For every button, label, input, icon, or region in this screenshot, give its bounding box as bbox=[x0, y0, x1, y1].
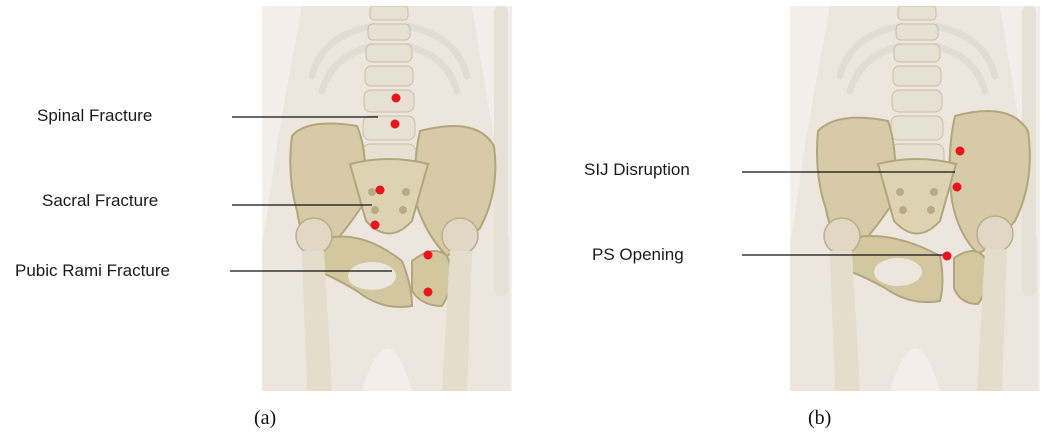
marker-sij-upper bbox=[956, 147, 965, 156]
marker-sacrum-upper bbox=[376, 186, 385, 195]
marker-pubic-lower bbox=[424, 288, 433, 297]
label-ps-opening: PS Opening bbox=[592, 245, 684, 265]
marker-sacrum-lower bbox=[371, 221, 380, 230]
label-sacral-fracture: Sacral Fracture bbox=[42, 191, 158, 211]
marker-pubic-upper bbox=[424, 251, 433, 260]
annotation-layer-b bbox=[530, 0, 1059, 441]
label-sij-disruption: SIJ Disruption bbox=[584, 160, 690, 180]
marker-spine-upper bbox=[392, 94, 401, 103]
caption-a: (a) bbox=[254, 407, 276, 430]
annotation-layer-a bbox=[0, 0, 530, 441]
label-spinal-fracture: Spinal Fracture bbox=[37, 106, 152, 126]
panel-b: SIJ Disruption PS Opening (b) bbox=[530, 0, 1059, 441]
marker-spine-lower bbox=[391, 120, 400, 129]
panel-a: Spinal Fracture Sacral Fracture Pubic Ra… bbox=[0, 0, 530, 441]
caption-b: (b) bbox=[808, 407, 831, 430]
marker-sij-lower bbox=[953, 183, 962, 192]
marker-ps-opening bbox=[943, 252, 952, 261]
label-pubic-rami-fracture: Pubic Rami Fracture bbox=[15, 261, 170, 281]
